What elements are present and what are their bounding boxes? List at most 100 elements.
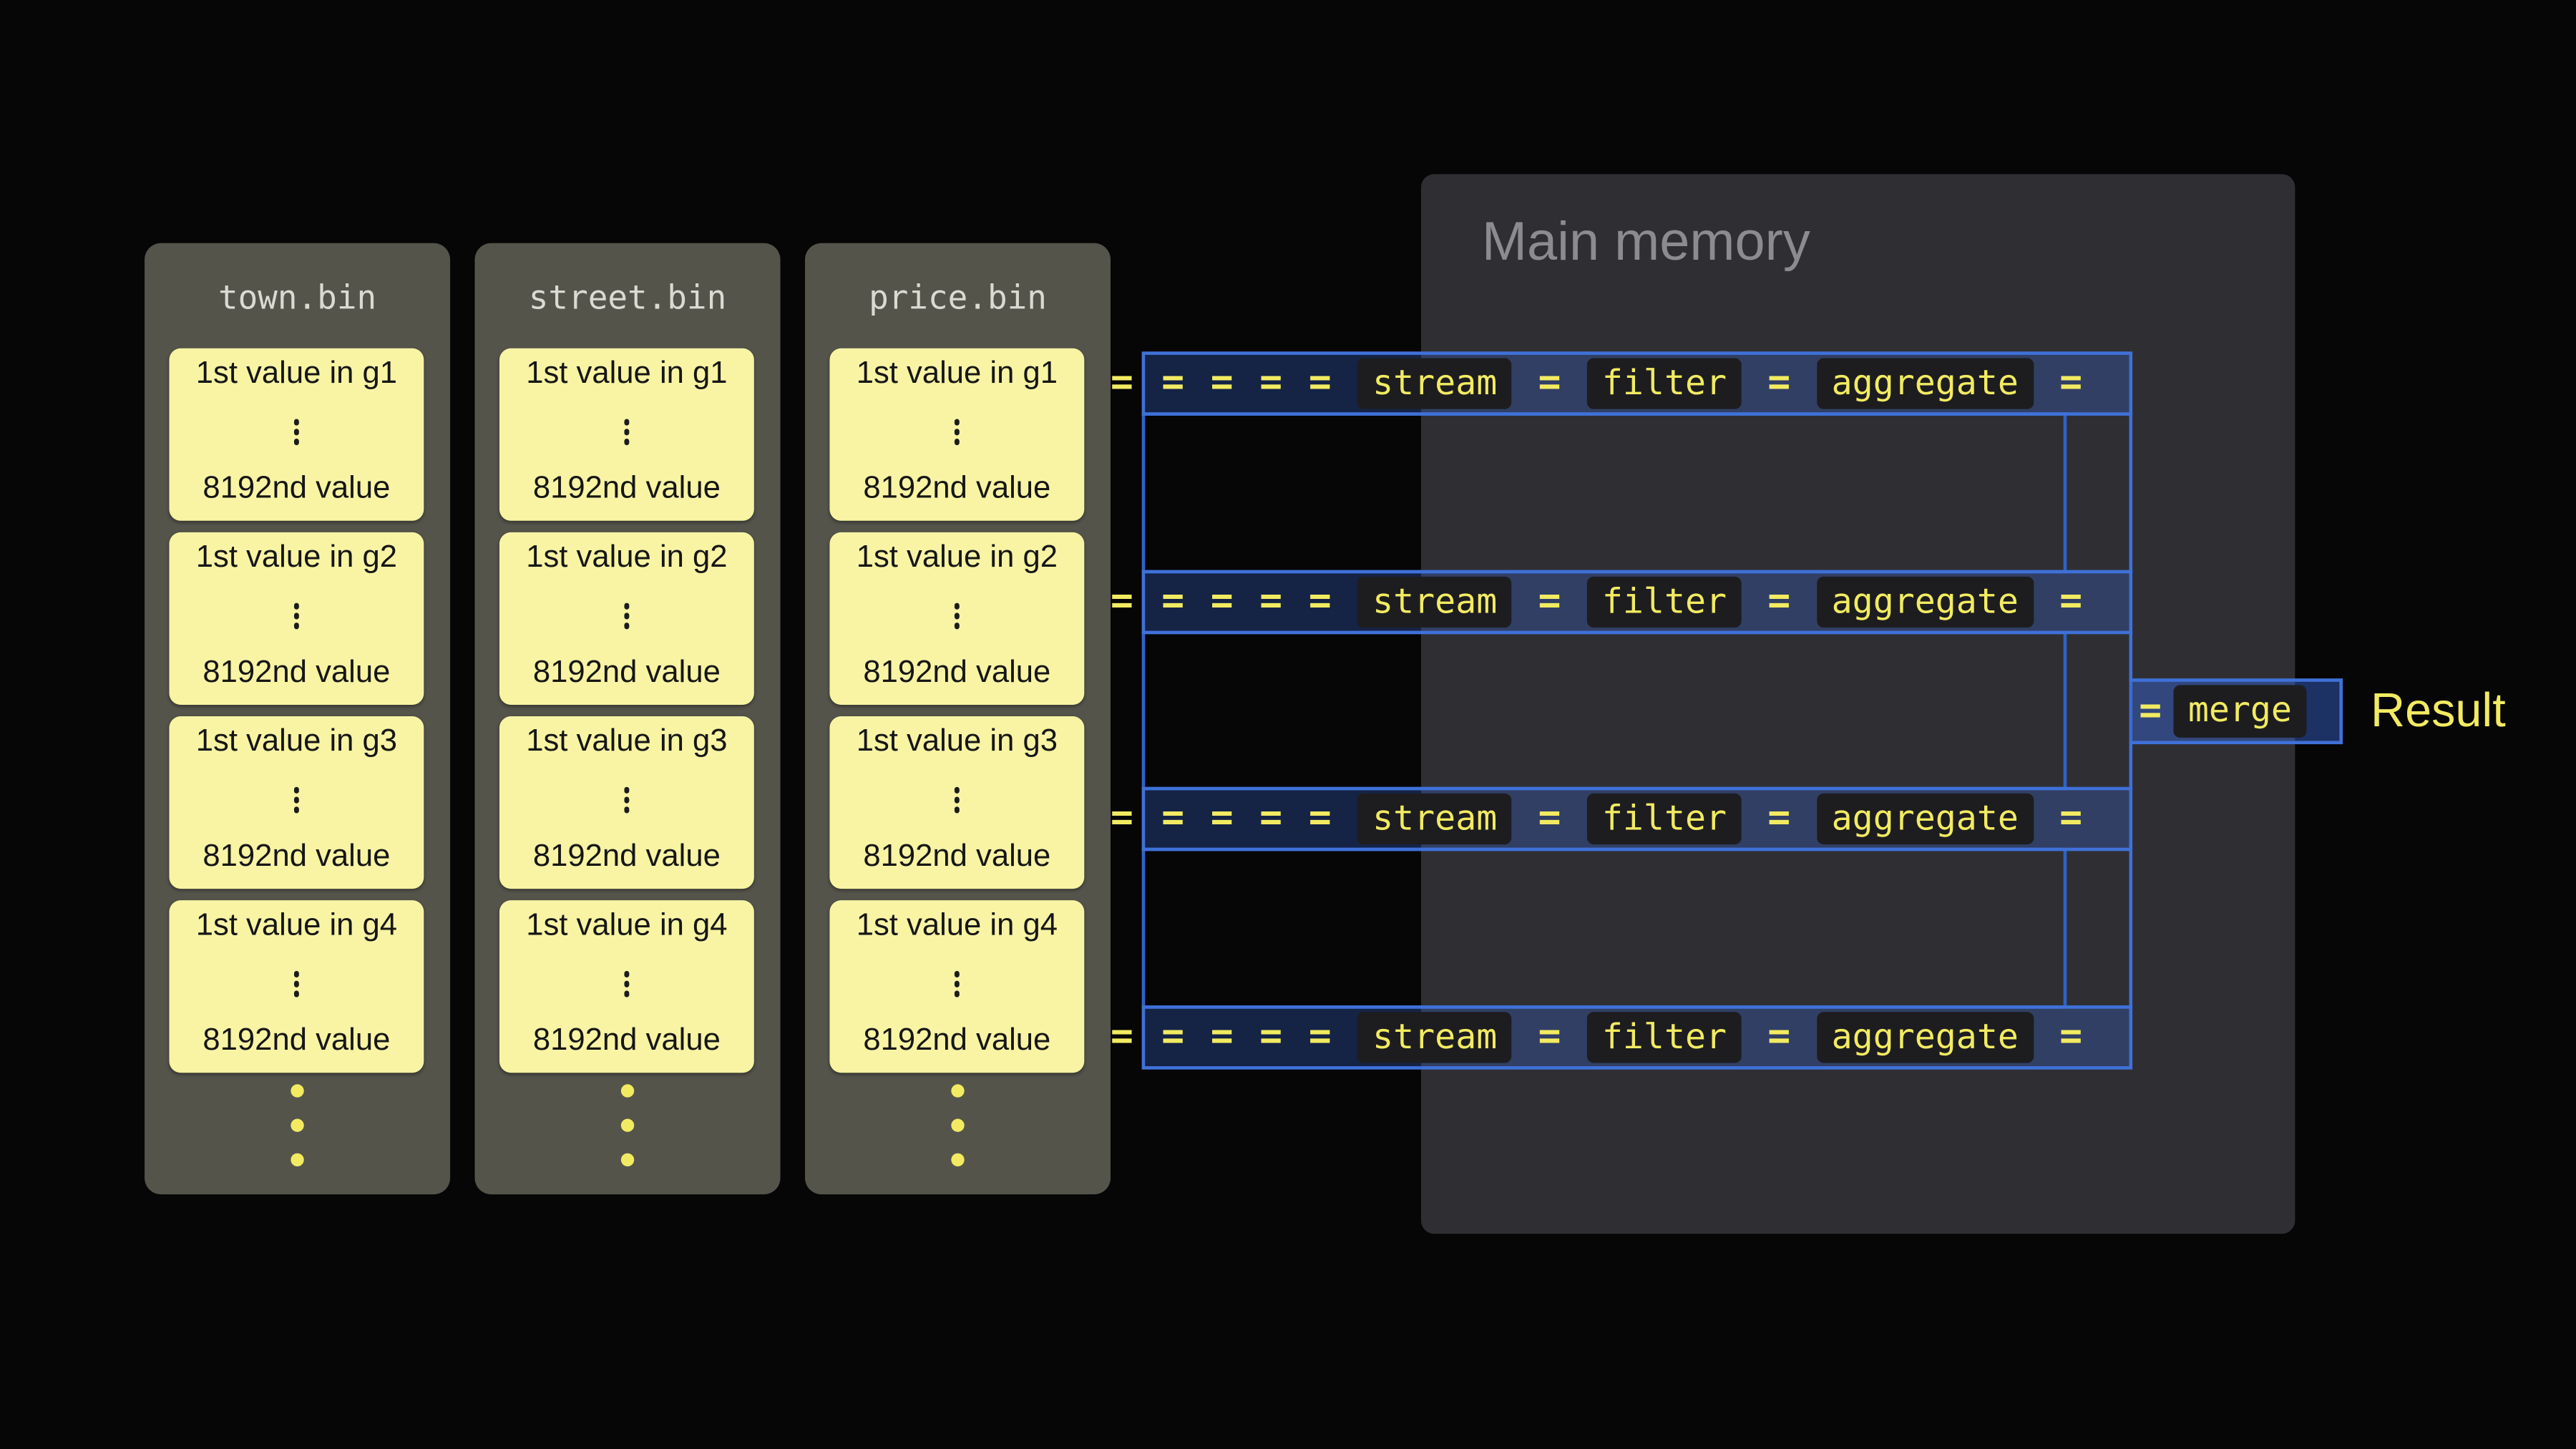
ellipsis-dots	[623, 967, 630, 1001]
granule-block: 1st value in g4 8192nd value	[499, 900, 754, 1073]
ellipsis-dots	[623, 599, 630, 633]
ellipsis-dots	[623, 784, 630, 817]
stream-dash: =	[1161, 796, 1185, 840]
filter-badge: filter	[1587, 358, 1742, 409]
stream-dash: =	[1308, 1015, 1332, 1058]
stream-badge: stream	[1357, 1012, 1512, 1063]
stream-badge: stream	[1357, 793, 1512, 845]
granule-first-value-label: 1st value in g4	[195, 908, 398, 943]
ellipsis-dots	[293, 784, 300, 817]
ellipsis-dots	[954, 784, 960, 817]
main-memory-label: Main memory	[1481, 210, 1810, 271]
lane-connector-right-2	[2129, 630, 2133, 791]
stream-dash: =	[1767, 796, 1791, 840]
stream-dash: =	[1538, 796, 1561, 840]
pipeline-lane-1: = = = = = stream = filter = aggregate =	[1111, 351, 2133, 416]
granule-block: 1st value in g4 8192nd value	[829, 900, 1085, 1073]
granule-block: 1st value in g1 8192nd value	[499, 348, 754, 521]
filter-badge: filter	[1587, 576, 1742, 628]
granule-last-value-label: 8192nd value	[532, 471, 721, 507]
granule-last-value-label: 8192nd value	[203, 1023, 391, 1058]
merge-connector: = merge	[2129, 678, 2343, 745]
granule-block: 1st value in g2 8192nd value	[829, 532, 1085, 705]
lane-connector-outline-1	[1141, 412, 2067, 574]
granule-last-value-label: 8192nd value	[532, 1023, 721, 1058]
aggregate-badge: aggregate	[1816, 576, 2034, 628]
granule-first-value-label: 1st value in g1	[526, 356, 728, 391]
more-granules-dots	[805, 1084, 1111, 1188]
granule-last-value-label: 8192nd value	[532, 655, 721, 691]
stream-dash: =	[2139, 689, 2162, 732]
stream-dash: =	[1259, 361, 1283, 404]
stream-dash: =	[1259, 1015, 1283, 1058]
granule-last-value-label: 8192nd value	[203, 471, 391, 507]
stream-dash: =	[2059, 1015, 2083, 1058]
granule-block: 1st value in g2 8192nd value	[169, 532, 424, 705]
granule-first-value-label: 1st value in g3	[856, 724, 1058, 759]
granule-last-value-label: 8192nd value	[863, 1023, 1051, 1058]
merge-badge: merge	[2173, 686, 2307, 737]
granule-blocks: 1st value in g1 8192nd value 1st value i…	[499, 348, 754, 1085]
ellipsis-dots	[954, 967, 960, 1001]
stream-dash: =	[2059, 796, 2083, 840]
ellipsis-dots	[623, 415, 630, 449]
stream-dash: =	[1767, 361, 1791, 404]
aggregate-badge: aggregate	[1816, 793, 2034, 845]
granule-block: 1st value in g3 8192nd value	[499, 716, 754, 889]
granule-blocks: 1st value in g1 8192nd value 1st value i…	[829, 348, 1085, 1085]
stream-badge: stream	[1357, 576, 1512, 628]
stream-badge: stream	[1357, 358, 1512, 409]
granule-block: 1st value in g1 8192nd value	[169, 348, 424, 521]
aggregate-badge: aggregate	[1816, 1012, 2034, 1063]
stream-dash: =	[1210, 1015, 1234, 1058]
granule-last-value-label: 8192nd value	[203, 839, 391, 874]
stream-dash: =	[1259, 580, 1283, 623]
stream-dash: =	[1308, 580, 1332, 623]
granule-last-value-label: 8192nd value	[863, 655, 1051, 691]
granule-last-value-label: 8192nd value	[532, 839, 721, 874]
file-panel-street: street.bin 1st value in g1 8192nd value …	[474, 243, 781, 1195]
lane-connector-outline-2	[1141, 630, 2067, 791]
granule-first-value-label: 1st value in g2	[195, 540, 398, 575]
filter-badge: filter	[1587, 793, 1742, 845]
stream-dash: =	[2059, 361, 2083, 404]
stream-dash: =	[1259, 796, 1283, 840]
stream-dash: =	[1161, 1015, 1185, 1058]
lane-connector-outline-3	[1141, 847, 2067, 1009]
stream-dash: =	[2059, 580, 2083, 623]
stream-dash: =	[1767, 1015, 1791, 1058]
lane-connector-right-3	[2129, 847, 2133, 1009]
granule-block: 1st value in g3 8192nd value	[169, 716, 424, 889]
more-granules-dots	[475, 1084, 781, 1188]
ellipsis-dots	[954, 599, 960, 633]
result-label: Result	[2370, 685, 2506, 738]
lane-connector-right-1	[2129, 412, 2133, 574]
filter-badge: filter	[1587, 1012, 1742, 1063]
granule-last-value-label: 8192nd value	[863, 471, 1051, 507]
stream-dash: =	[1210, 361, 1234, 404]
granule-first-value-label: 1st value in g1	[856, 356, 1058, 391]
stream-dash: =	[1538, 580, 1561, 623]
pipeline-lane-3: = = = = = stream = filter = aggregate =	[1111, 786, 2133, 852]
granule-block: 1st value in g1 8192nd value	[829, 348, 1085, 521]
ellipsis-dots	[293, 415, 300, 449]
granule-block: 1st value in g4 8192nd value	[169, 900, 424, 1073]
stream-dash: =	[1111, 1015, 1133, 1058]
stream-dash: =	[1767, 580, 1791, 623]
file-name-label: town.bin	[218, 278, 377, 318]
ellipsis-dots	[954, 415, 960, 449]
stream-dash: =	[1538, 1015, 1561, 1058]
file-name-label: price.bin	[869, 278, 1047, 318]
ellipsis-dots	[293, 599, 300, 633]
ellipsis-dots	[293, 967, 300, 1001]
granule-first-value-label: 1st value in g2	[526, 540, 728, 575]
stream-dash: =	[1161, 361, 1185, 404]
stream-dash: =	[1308, 796, 1332, 840]
stream-dash: =	[1538, 361, 1561, 404]
stream-dash: =	[1161, 580, 1185, 623]
stream-dash: =	[1111, 796, 1133, 840]
aggregate-badge: aggregate	[1816, 358, 2034, 409]
granule-first-value-label: 1st value in g4	[526, 908, 728, 943]
stream-dash: =	[1308, 361, 1332, 404]
